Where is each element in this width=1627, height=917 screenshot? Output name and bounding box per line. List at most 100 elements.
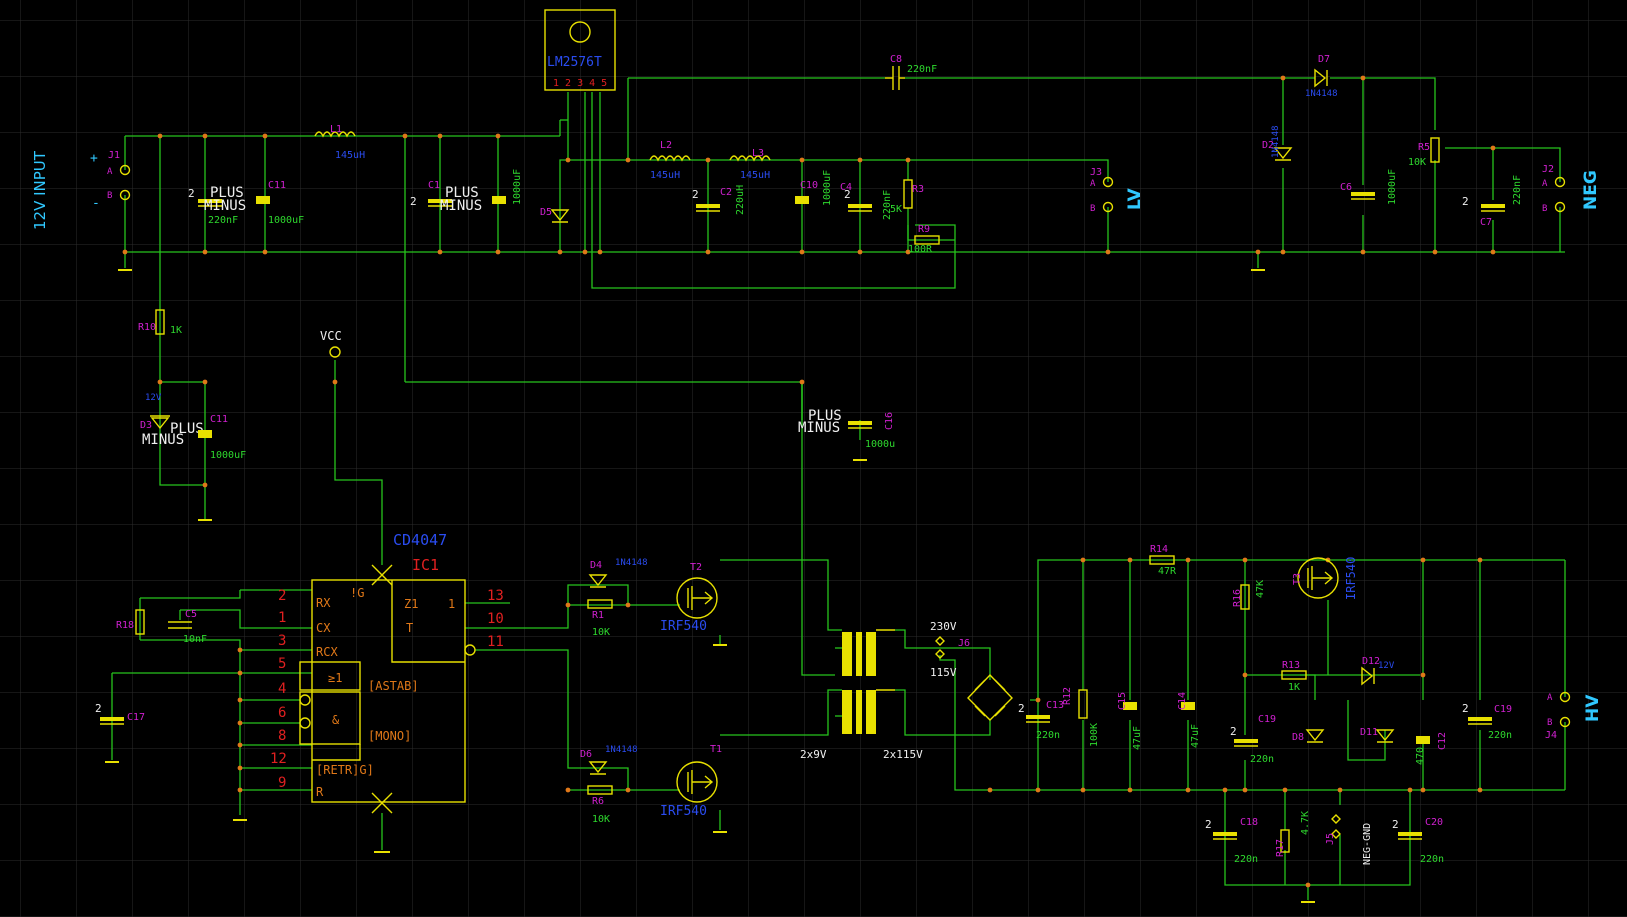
transformer[interactable]: 2x9V 2x115V 230V 115V — [800, 620, 957, 761]
ref-l1: L1 — [330, 124, 342, 135]
pin-a-j2: A — [1542, 179, 1548, 189]
resistor-r14[interactable]: R14 47R — [1149, 544, 1177, 577]
svg-text:2: 2 — [692, 188, 699, 201]
capacitor-cap-plus-left[interactable]: PLUS MINUS 2 220nF — [188, 185, 246, 226]
ref-j5: J5 — [1325, 833, 1336, 845]
resistor-r3[interactable]: R3 5K — [890, 179, 924, 215]
ref-r6: R6 — [592, 796, 604, 807]
ref-c4: C4 — [840, 182, 852, 193]
zener-d3[interactable]: D3 12V PLUS MINUS — [140, 393, 204, 448]
connector-j6[interactable]: J6 — [935, 636, 970, 659]
bridge-rectifier[interactable] — [967, 673, 1013, 721]
value-c4: 220nF — [882, 190, 893, 220]
capacitor-c2[interactable]: 2 C2 220uH — [692, 185, 746, 215]
value-t3: IRF540 — [1344, 557, 1358, 600]
inductor-l1[interactable]: L1 145uH — [314, 124, 365, 161]
label-12v-input: 12V INPUT — [31, 150, 49, 230]
capacitor-c18[interactable]: 2 C18 220n — [1205, 817, 1258, 865]
ic1-pin-1: 1 — [448, 597, 455, 611]
ref-c7: C7 — [1480, 217, 1492, 228]
mosfet-t2[interactable]: T2 IRF540 — [660, 562, 718, 634]
resistor-r6[interactable]: R6 10K — [587, 785, 613, 825]
ref-c6: C6 — [1340, 182, 1352, 193]
capacitor-c7[interactable]: 2 C7 220nF — [1462, 175, 1523, 228]
pin-a-j3: A — [1090, 179, 1096, 189]
ref-d5: D5 — [540, 207, 552, 218]
capacitor-c17[interactable]: 2 C17 — [95, 702, 145, 725]
diode-d5[interactable]: D5 — [540, 207, 570, 223]
capacitor-c19-a[interactable]: 2 C19 220n — [1230, 714, 1276, 765]
capacitor-c14[interactable]: C14 47uF — [1177, 692, 1201, 748]
connector-j5[interactable]: J5 NEG-GND — [1325, 814, 1373, 865]
capacitor-c15[interactable]: C15 47uF — [1117, 692, 1143, 750]
capacitor-c10[interactable]: C10 1000uF — [795, 170, 833, 206]
diode-d6[interactable]: D6 1N4148 — [580, 745, 638, 775]
resistor-r5[interactable]: R5 10K — [1408, 137, 1440, 168]
capacitor-c4[interactable]: 2 C4 220nF — [840, 182, 893, 220]
connector-j3[interactable]: J3 A B — [1090, 167, 1114, 214]
resistor-r9[interactable]: R9 100R — [908, 224, 940, 255]
resistor-r17[interactable]: R17 4.7K — [1275, 811, 1311, 857]
value-l1: 145uH — [335, 150, 365, 161]
resistor-r12[interactable]: R12 100K — [1062, 687, 1100, 747]
ref-j2: J2 — [1542, 164, 1554, 175]
capacitor-c12[interactable]: C12 470 — [1415, 732, 1448, 765]
resistor-r10[interactable]: R10 1K — [138, 309, 182, 336]
ic1-right-pin-num-0: 13 — [487, 588, 504, 604]
mosfet-t1[interactable]: T1 IRF540 — [660, 744, 722, 819]
connector-j4[interactable]: J4 A B — [1545, 691, 1571, 742]
resistor-r18[interactable]: R18 — [116, 609, 145, 635]
capacitor-c11-lower[interactable]: C11 1000uF — [198, 414, 246, 461]
diode-d8[interactable]: D8 — [1292, 729, 1325, 743]
capacitor-c16[interactable]: PLUS MINUS C16 1000u — [798, 408, 895, 450]
ic1-ref: IC1 — [412, 556, 439, 574]
capacitor-c13[interactable]: 2 C13 220n — [1018, 700, 1064, 741]
cap-minus-text-4: MINUS — [798, 420, 840, 436]
label-hv: HV — [1583, 694, 1603, 722]
vcc-terminal[interactable]: VCC — [320, 329, 342, 358]
capacitor-c6[interactable]: C6 1000uF — [1340, 169, 1398, 205]
ref-r9: R9 — [918, 224, 930, 235]
ic1-left-pin-num-2: 3 — [278, 633, 286, 649]
diode-d7[interactable]: D7 1N4148 — [1305, 54, 1338, 99]
resistor-r13[interactable]: R13 1K — [1281, 660, 1307, 693]
diode-d4[interactable]: D4 1N4148 — [588, 558, 648, 588]
pin-b-j4: B — [1547, 718, 1552, 728]
ref-j3: J3 — [1090, 167, 1102, 178]
value-r13: 1K — [1288, 682, 1300, 693]
diode-d11[interactable]: D11 — [1360, 727, 1395, 743]
capacitor-c20[interactable]: 2 C20 220n — [1392, 817, 1444, 865]
value-c6: 1000uF — [1387, 169, 1398, 205]
diode-d2[interactable]: D2 1N4148 — [1262, 125, 1293, 161]
svg-text:2: 2 — [1462, 195, 1469, 208]
inductor-l2[interactable]: L2 145uH — [649, 140, 691, 181]
zener-d12[interactable]: D12 12V — [1361, 656, 1395, 686]
capacitor-c19-b[interactable]: 2 C19 220n — [1462, 702, 1512, 741]
resistor-r1[interactable]: R1 10K — [587, 599, 613, 638]
connector-j1[interactable]: J1 A B + - — [90, 150, 131, 211]
capacitor-c11-top[interactable]: C11 1000uF — [256, 180, 304, 226]
value-d12: 12V — [1378, 661, 1395, 671]
value-c11-top: 1000uF — [268, 215, 304, 226]
value-c5: 10nF — [183, 634, 207, 645]
svg-text:2: 2 — [1018, 702, 1025, 715]
inductor-l3[interactable]: L3 145uH — [729, 148, 771, 181]
capacitor-c8[interactable]: C8 220nF — [885, 54, 937, 90]
svg-text:2: 2 — [188, 187, 195, 200]
ic1-left-pin-num-0: 2 — [278, 588, 286, 604]
connector-j2[interactable]: J2 A B — [1542, 164, 1566, 214]
mosfet-t3[interactable]: T3 IRF540 — [1292, 557, 1358, 600]
value-c10: 1000uF — [822, 170, 833, 206]
capacitor-c1[interactable]: PLUS MINUS 2 C1 1000uF — [410, 169, 523, 214]
value-d2: 1N4148 — [1271, 125, 1281, 158]
regulator-lm2576t[interactable]: LM2576T 1 2 3 4 5 — [544, 9, 616, 91]
resistor-r16[interactable]: R16 47K — [1232, 580, 1266, 610]
capacitor-c5[interactable]: C5 10nF — [168, 609, 207, 645]
value-c12: 470 — [1415, 747, 1426, 765]
value-r3: 5K — [890, 204, 902, 215]
ref-c12: C12 — [1437, 732, 1448, 750]
ic1-cd4047[interactable]: IC1 CD4047 !G 1 ≥1 & [ASTAB] [MONO] 2 RX… — [270, 531, 504, 850]
ic1-left-pin-name-2: RCX — [316, 645, 338, 659]
minus-sign: - — [92, 196, 100, 211]
